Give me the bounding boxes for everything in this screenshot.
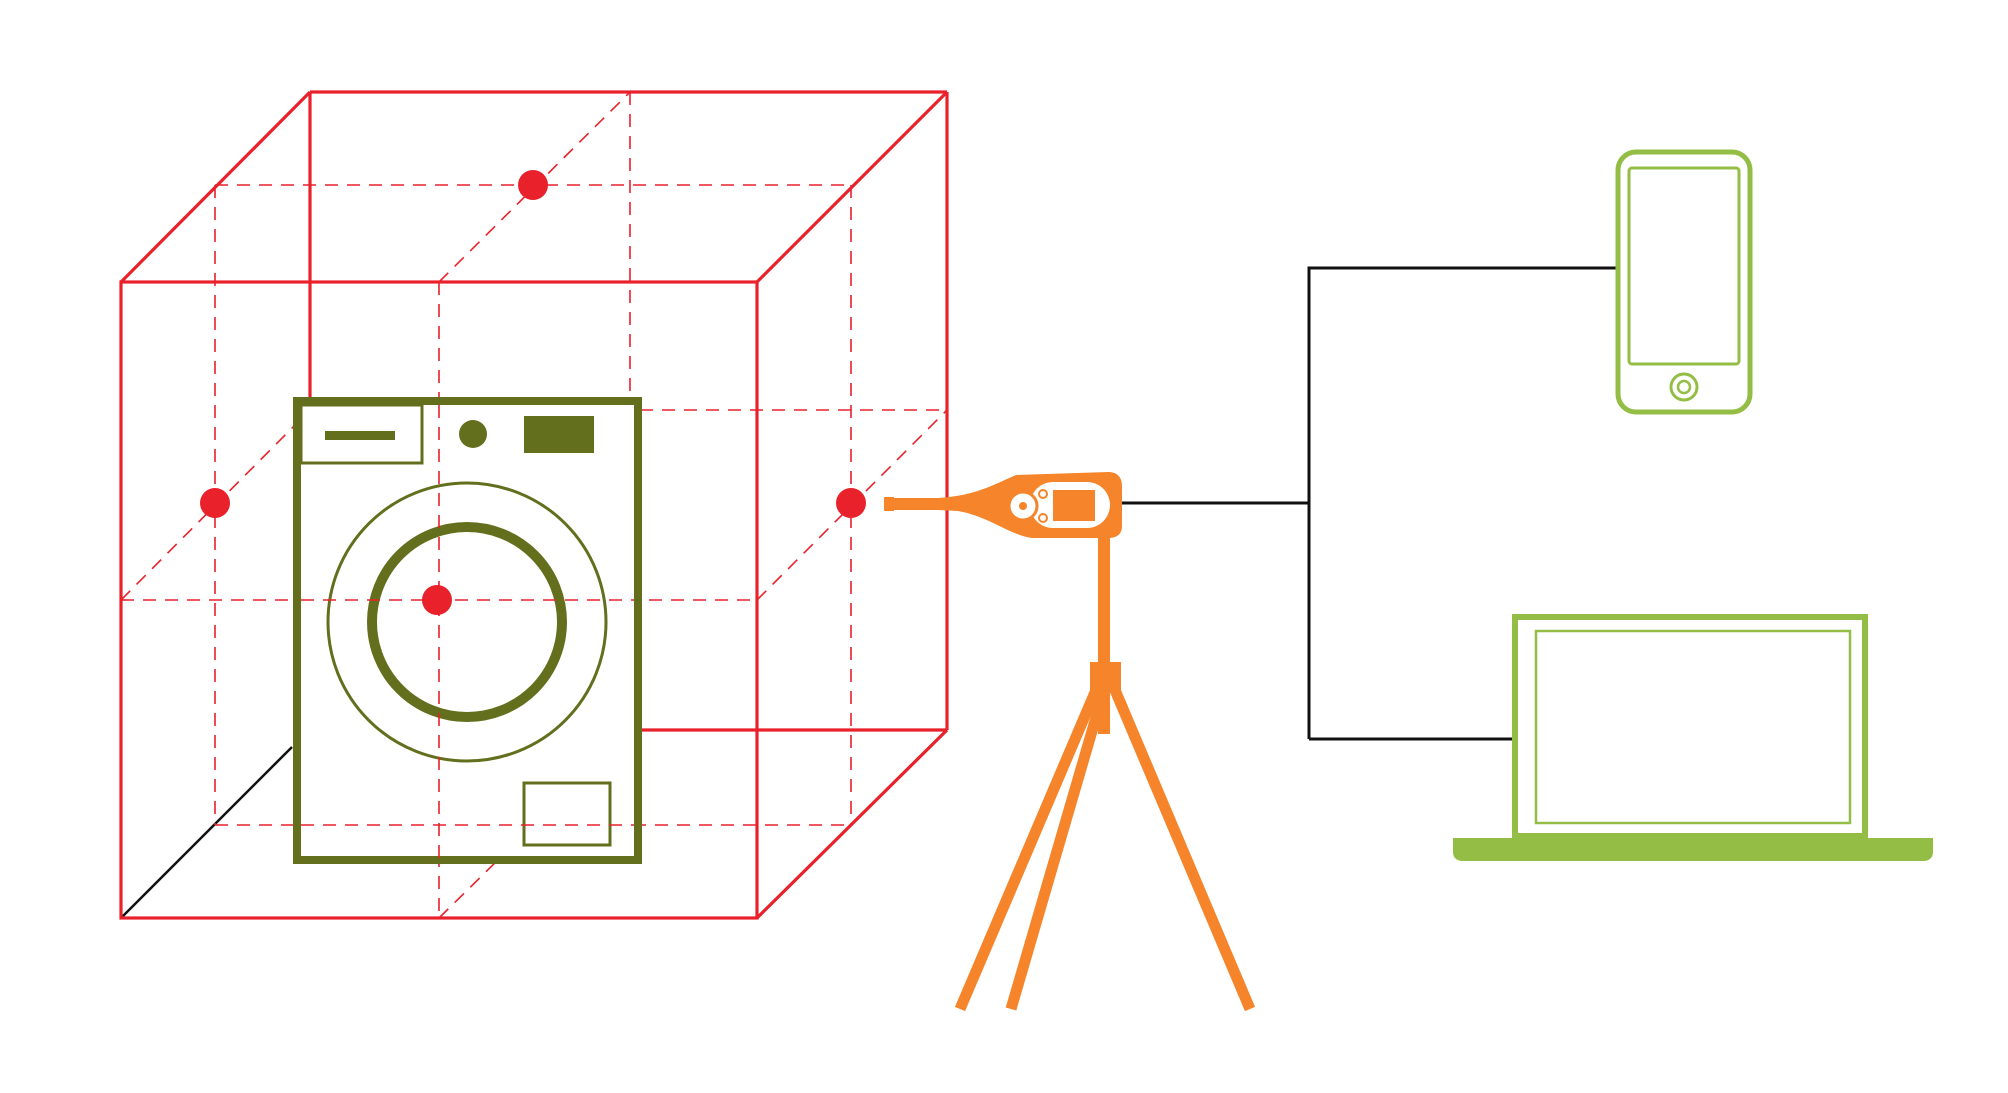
phone-home-button-inner — [1676, 379, 1692, 395]
phone-screen — [1627, 166, 1741, 366]
measurement-point — [200, 488, 230, 518]
meter-screen — [1053, 490, 1095, 521]
phone-home-button — [1669, 372, 1699, 402]
meter-button — [1038, 489, 1048, 499]
smartphone-icon — [1615, 149, 1753, 415]
washing-machine-icon — [293, 397, 642, 864]
tripod-icon — [954, 537, 1256, 1012]
sound-level-meter-icon — [884, 472, 1122, 538]
tripod-leg — [954, 687, 1102, 1012]
washer-body — [293, 397, 642, 864]
measurement-points — [200, 170, 866, 615]
box-edges — [119, 90, 949, 920]
measurement-grid-front — [301, 405, 634, 858]
laptop-screen — [1534, 629, 1852, 825]
washer-door-inner — [367, 522, 567, 722]
measurement-point — [518, 170, 548, 200]
washer-service-panel — [522, 781, 612, 847]
cable-to-phone — [1307, 266, 1618, 739]
connection-cables — [1122, 266, 1618, 741]
washer-knob — [459, 420, 487, 448]
washer-detergent-drawer — [299, 403, 424, 465]
meter-button — [1038, 513, 1048, 523]
laptop-lid — [1512, 614, 1868, 839]
tripod-head — [1090, 662, 1121, 692]
measurement-point — [836, 488, 866, 518]
measurement-point — [422, 585, 452, 615]
tripod-leg — [1005, 688, 1110, 1011]
washer-drawer-handle — [325, 431, 395, 440]
meter-control-center — [1019, 502, 1027, 510]
tripod-leg — [1109, 687, 1256, 1012]
box-hidden-edge — [120, 746, 293, 919]
laptop-base — [1453, 838, 1933, 861]
laptop-icon — [1453, 614, 1933, 861]
washer-door-outer — [326, 481, 608, 763]
phone-body — [1615, 149, 1753, 415]
meter-microphone-tip — [884, 497, 894, 511]
washer-display — [524, 416, 594, 453]
